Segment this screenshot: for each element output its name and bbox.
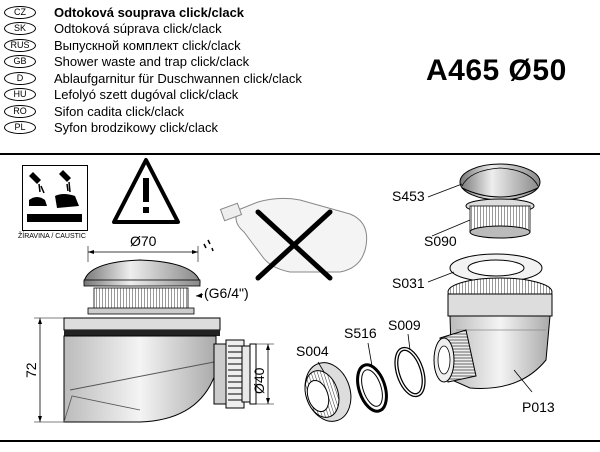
top-divider — [0, 153, 600, 155]
part-label-p013: P013 — [522, 399, 555, 415]
lang-text-cz: Odtoková souprava click/clack — [54, 4, 245, 20]
drain-assembly-drawing — [63, 259, 257, 423]
caustic-pictogram — [27, 170, 82, 222]
bottom-divider — [0, 440, 600, 442]
test-tube-left — [29, 172, 41, 184]
lang-badge-rus: RUS — [4, 38, 36, 52]
drops-left — [38, 183, 45, 194]
caustic-label: ŽÍRAVINA / CAUSTIC — [18, 233, 86, 240]
lang-row-ro: RO Sifon cadita click/clack — [4, 103, 302, 120]
test-tube-right — [59, 170, 71, 182]
leader-s004 — [317, 361, 325, 373]
lang-text-rus: Выпускной комплект click/clack — [54, 37, 241, 53]
diameter-top-dimension — [87, 246, 199, 262]
lang-text-sk: Odtoková súprava click/clack — [54, 21, 222, 37]
part-label-s090: S090 — [424, 233, 457, 249]
lang-text-d: Ablaufgarnitur für Duschwannen click/cla… — [54, 70, 302, 86]
lang-badge-pl: PL — [4, 121, 36, 135]
part-s516-ring — [356, 363, 388, 413]
lang-row-sk: SK Odtoková súprava click/clack — [4, 21, 302, 38]
lang-text-pl: Syfon brodzikowy click/clack — [54, 120, 218, 136]
leader-p013 — [513, 369, 533, 393]
part-s031-gasket — [449, 253, 543, 283]
part-s004-nut — [304, 362, 352, 422]
outlet-label: Ø40 — [251, 367, 267, 394]
lang-row-pl: PL Syfon brodzikowy click/clack — [4, 120, 302, 137]
part-label-s031: S031 — [392, 275, 425, 291]
no-chemicals-icon — [203, 197, 368, 281]
part-label-s004: S004 — [296, 343, 329, 359]
leader-s453 — [427, 183, 463, 198]
part-s453-cap — [459, 163, 541, 201]
caustic-base — [27, 214, 82, 222]
warning-triangle-icon — [112, 158, 180, 224]
part-p013-trap-body — [433, 277, 553, 389]
height-dimension — [34, 317, 64, 423]
product-code: A465 Ø50 — [426, 54, 567, 87]
drops-right — [66, 181, 71, 193]
lang-badge-sk: SK — [4, 22, 36, 36]
lang-row-hu: HU Lefolyó szett dugóval click/clack — [4, 87, 302, 104]
part-label-s453: S453 — [392, 188, 425, 204]
part-s090-insert — [465, 198, 535, 239]
leader-s090 — [431, 219, 471, 237]
language-list: CZ Odtoková souprava click/clack SK Odto… — [4, 4, 302, 136]
lang-text-gb: Shower waste and trap click/clack — [54, 54, 250, 70]
part-s009-ring — [394, 346, 426, 398]
leader-s031 — [427, 271, 455, 283]
part-label-s009: S009 — [388, 317, 421, 333]
lang-row-cz: CZ Odtoková souprava click/clack — [4, 4, 302, 21]
lang-text-ro: Sifon cadita click/clack — [54, 103, 185, 119]
leader-s009 — [407, 333, 411, 351]
corroded-surface-icon — [29, 197, 47, 206]
height-label: 72 — [23, 362, 39, 378]
lang-row-gb: GB Shower waste and trap click/clack — [4, 54, 302, 71]
corroded-hand-icon — [55, 194, 79, 208]
lang-text-hu: Lefolyó szett dugóval click/clack — [54, 87, 239, 103]
lang-badge-gb: GB — [4, 55, 36, 69]
lang-badge-hu: HU — [4, 88, 36, 102]
caustic-warning-icon — [22, 165, 88, 231]
lang-row-rus: RUS Выпускной комплект click/clack — [4, 37, 302, 54]
diameter-top-label: Ø70 — [130, 233, 157, 249]
outlet-dimension — [256, 343, 274, 405]
leader-s516 — [367, 342, 373, 367]
lang-badge-d: D — [4, 71, 36, 85]
thread-label: (G6/4") — [204, 285, 249, 301]
thread-label-bg — [203, 285, 259, 301]
lang-row-d: D Ablaufgarnitur für Duschwannen click/c… — [4, 70, 302, 87]
part-label-s516: S516 — [344, 325, 377, 341]
lang-badge-cz: CZ — [4, 5, 36, 19]
lang-badge-ro: RO — [4, 104, 36, 118]
